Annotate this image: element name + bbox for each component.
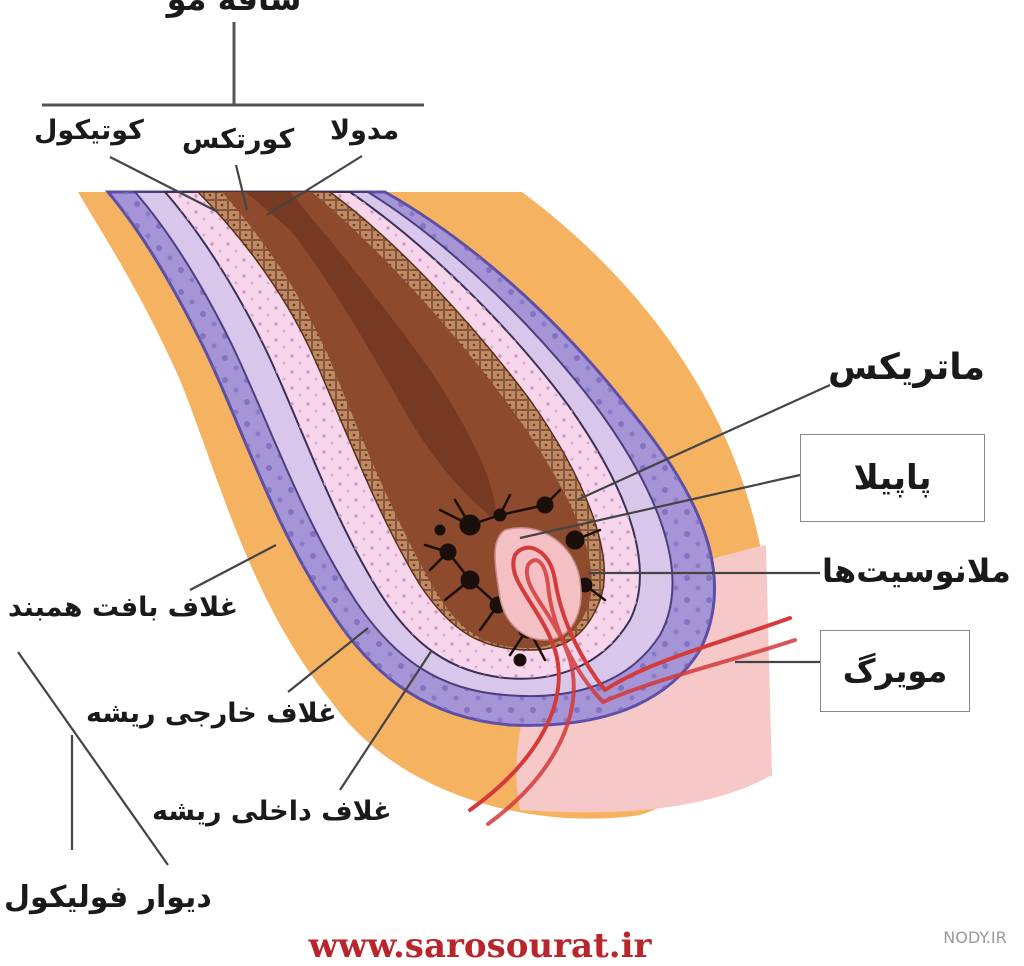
inner-root-sheath-label: غلاف داخلی ریشه — [152, 796, 392, 827]
cuticle-label: کوتیکول — [34, 115, 144, 146]
matrix-label: ماتریکس — [828, 347, 986, 388]
follicle-wall-leader-1 — [17, 651, 169, 866]
cortex-leader — [234, 164, 249, 211]
capillary-label: مویرگ — [842, 652, 948, 690]
cortex-label: کورتکس — [182, 124, 295, 155]
matrix-leader — [576, 383, 831, 502]
cuticle-leader — [109, 156, 219, 213]
outer-root-sheath-label: غلاف خارجی ریشه — [86, 698, 337, 729]
connective-tissue-sheath-label: غلاف بافت همبند — [8, 592, 239, 623]
papilla-label: پاپیلا — [853, 458, 932, 498]
inner-sheath-leader — [339, 649, 433, 791]
capillary-label-box: مویرگ — [820, 630, 970, 712]
follicle-wall-label: دیوار فولیکول — [4, 880, 212, 915]
papilla-label-box: پاپیلا — [800, 434, 985, 522]
hair-shaft-label: ساقه مو — [164, 0, 304, 18]
hair-shaft-bracket — [42, 22, 424, 107]
connective-sheath-leader — [189, 544, 277, 591]
medulla-core — [246, 192, 496, 520]
medulla-label: مدولا — [330, 115, 400, 146]
papilla-leader — [519, 473, 801, 540]
hair-bulb — [222, 192, 592, 648]
outer-sheath-leader — [287, 627, 369, 693]
website-url: www.sarosourat.ir — [308, 926, 652, 966]
watermark-logo: NODY.IR — [943, 928, 1007, 947]
melanocytes-label: ملانوسیت‌ها — [822, 552, 1011, 590]
leader-lines — [17, 155, 831, 866]
capillary-loop — [468, 545, 797, 826]
medulla-leader — [266, 155, 363, 216]
